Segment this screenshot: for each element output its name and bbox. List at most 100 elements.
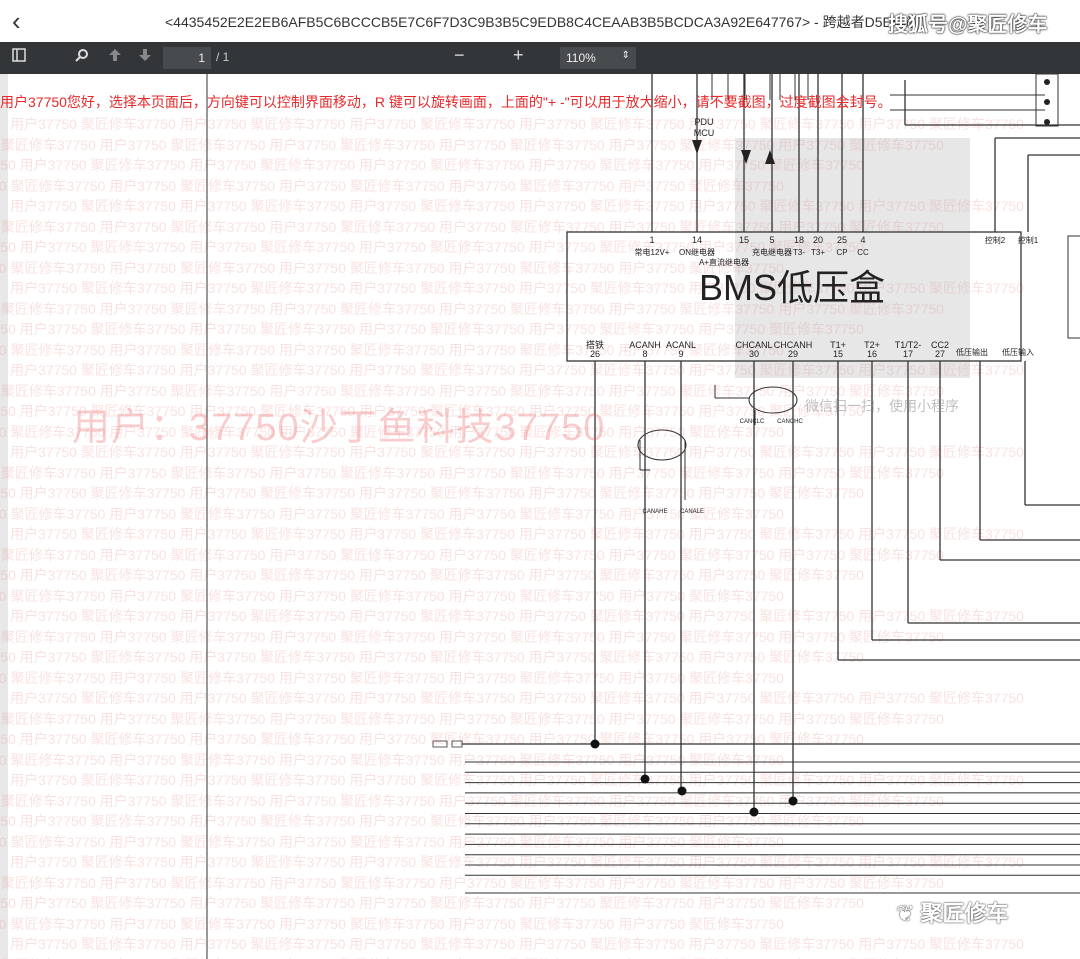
- watermark-row: 用户37750 聚匠修车37750 用户37750 聚匠修车37750 用户37…: [0, 177, 784, 194]
- bus-connector: [432, 740, 448, 748]
- bottom-pin-name: T1+: [830, 340, 846, 350]
- top-pin-name: 充电继电器: [752, 247, 792, 257]
- qr-code-watermark: [735, 138, 970, 378]
- arrow-icon: [741, 150, 751, 164]
- top-pin-name: A+直流继电器: [699, 257, 749, 267]
- top-pin-name: CC: [857, 248, 869, 257]
- can-label: CANALE: [680, 509, 704, 515]
- watermark-row: 用户37750 聚匠修车37750 用户37750 聚匠修车37750 用户37…: [0, 136, 944, 153]
- mcu-label: MCU: [694, 128, 715, 138]
- logo-text: 聚匠修车: [920, 901, 1009, 926]
- back-chevron-icon[interactable]: ‹: [12, 6, 21, 36]
- top-pin-number: 25: [837, 235, 847, 245]
- page-number-input[interactable]: 1: [163, 47, 211, 69]
- watermark-row: 用户37750 聚匠修车37750 用户37750 聚匠修车37750 用户37…: [0, 915, 784, 932]
- watermark-row: 用户37750 聚匠修车37750 用户37750 聚匠修车37750 用户37…: [0, 423, 784, 440]
- watermark-row: 用户37750 聚匠修车37750 用户37750 聚匠修车37750 用户37…: [0, 833, 784, 850]
- junction-dot: [749, 807, 759, 817]
- can-label: CANCHC: [777, 419, 803, 425]
- sidebar-toggle-icon[interactable]: [12, 48, 26, 66]
- watermark-row: 用户37750 聚匠修车37750 用户37750 聚匠修车37750 用户37…: [0, 218, 944, 235]
- watermark-row: 用户37750 聚匠修车37750 用户37750 聚匠修车37750 用户37…: [10, 362, 1024, 378]
- arrow-icon: [765, 150, 775, 164]
- top-pin-name: T3-: [793, 248, 805, 257]
- bottom-pin-number: 29: [788, 349, 798, 359]
- pdu-label: PDU: [694, 117, 713, 127]
- watermark-row: 用户37750 聚匠修车37750 用户37750 聚匠修车37750 用户37…: [0, 669, 784, 686]
- watermark-row: 用户37750 聚匠修车37750 用户37750 聚匠修车37750 用户37…: [0, 382, 944, 399]
- bottom-pin-name: ACANH: [629, 340, 661, 350]
- watermark-row: 用户37750 聚匠修车37750 用户37750 聚匠修车37750 用户37…: [0, 239, 864, 255]
- watermark-row: 用户37750 聚匠修车37750 用户37750 聚匠修车37750 用户37…: [10, 444, 1024, 460]
- top-pin-name: ON继电器: [679, 247, 715, 257]
- watermark-row: 用户37750 聚匠修车37750 用户37750 聚匠修车37750 用户37…: [0, 341, 784, 358]
- twisted-pair-marker: [637, 429, 687, 461]
- bottom-pin-name: CHCANH: [774, 340, 813, 350]
- watermark-row: 用户37750 聚匠修车37750 用户37750 聚匠修车37750 用户37…: [10, 116, 1024, 132]
- bottom-pin-name: T2+: [864, 340, 880, 350]
- watermark-row: 用户37750 聚匠修车37750 用户37750 聚匠修车37750 用户37…: [10, 936, 1024, 952]
- connector: [1035, 74, 1059, 127]
- watermark-row: 用户37750 聚匠修车37750 用户37750 聚匠修车37750 用户37…: [0, 157, 864, 173]
- zoom-select[interactable]: 110%⇕: [560, 47, 636, 69]
- qr-caption: 微信扫一扫，使用小程序: [805, 398, 959, 414]
- watermark-row: 用户37750 聚匠修车37750 用户37750 聚匠修车37750 用户37…: [0, 731, 864, 747]
- next-page-icon[interactable]: [138, 48, 152, 66]
- watermark-row: 用户37750 聚匠修车37750 用户37750 聚匠修车37750 用户37…: [0, 259, 784, 276]
- watermark-row: 用户37750 聚匠修车37750 用户37750 聚匠修车37750 用户37…: [0, 546, 944, 563]
- junction-dot: [677, 786, 687, 796]
- bms-box: [566, 231, 1022, 362]
- watermark-row: 用户37750 聚匠修车37750 用户37750 聚匠修车37750 用户37…: [10, 526, 1024, 542]
- terminal-dot: [1044, 99, 1050, 105]
- watermark-row: 用户37750 聚匠修车37750 用户37750 聚匠修车37750 用户37…: [0, 895, 864, 911]
- pdf-viewport[interactable]: 用户37750 聚匠修车37750 用户37750 聚匠修车37750 用户37…: [0, 74, 1080, 959]
- document-title: <4435452E2E2EB6AFB5C6BCCCB5E7C6F7D3C9B3B…: [165, 14, 916, 30]
- watermark-row: 用户37750 聚匠修车37750 用户37750 聚匠修车37750 用户37…: [0, 792, 944, 809]
- zoom-in-button[interactable]: +: [513, 45, 524, 65]
- bottom-right-pin: 低压输出: [956, 347, 988, 357]
- watermark-row: 用户37750 聚匠修车37750 用户37750 聚匠修车37750 用户37…: [0, 813, 864, 829]
- big-watermark: 用户：37750沙丁鱼科技37750: [72, 407, 606, 449]
- can-label: CANAHE: [642, 509, 667, 515]
- junction-dot: [590, 739, 600, 749]
- watermark-row: 用户37750 聚匠修车37750 用户37750 聚匠修车37750 用户37…: [0, 485, 864, 501]
- bottom-pin-number: 8: [642, 349, 647, 359]
- bottom-pin-number: 30: [749, 349, 759, 359]
- top-pin-name: CP: [836, 248, 847, 257]
- bottom-pin-number: 27: [935, 349, 945, 359]
- watermark-row: 用户37750 聚匠修车37750 用户37750 聚匠修车37750 用户37…: [10, 854, 1024, 870]
- watermark-row: 用户37750 聚匠修车37750 用户37750 聚匠修车37750 用户37…: [0, 403, 864, 419]
- previous-page-icon[interactable]: [108, 48, 122, 66]
- top-pin-number: 15: [739, 235, 749, 245]
- page-edge: [0, 74, 8, 959]
- watermark-row: 用户37750 聚匠修车37750 用户37750 聚匠修车37750 用户37…: [0, 955, 944, 959]
- watermark-row: 用户37750 聚匠修车37750 用户37750 聚匠修车37750 用户37…: [0, 464, 944, 481]
- watermark-row: 用户37750 聚匠修车37750 用户37750 聚匠修车37750 用户37…: [0, 751, 784, 768]
- top-pin-number: 4: [860, 235, 865, 245]
- bottom-pin-number: 15: [833, 349, 843, 359]
- arrow-icon: [692, 140, 702, 154]
- watermark-row: 用户37750 聚匠修车37750 用户37750 聚匠修车37750 用户37…: [10, 608, 1024, 624]
- wechat-logo: ❦ 聚匠修车: [896, 901, 1009, 926]
- watermark-row: 用户37750 聚匠修车37750 用户37750 聚匠修车37750 用户37…: [0, 567, 864, 583]
- top-right-pin: 控制1: [1018, 235, 1039, 245]
- brand-watermark: 搜狐号@聚匠修车: [888, 14, 1048, 36]
- watermark-row: 用户37750 聚匠修车37750 用户37750 聚匠修车37750 用户37…: [0, 649, 864, 665]
- window-header: ‹ <4435452E2E2EB6AFB5C6BCCCB5E7C6F7D3C9B…: [0, 0, 1080, 42]
- watermark-row: 用户37750 聚匠修车37750 用户37750 聚匠修车37750 用户37…: [0, 874, 944, 891]
- pdf-toolbar: 1 / 1 − + 110%⇕: [0, 42, 1080, 74]
- zoom-out-button[interactable]: −: [454, 45, 465, 65]
- top-right-pin: 控制2: [985, 235, 1006, 245]
- watermark-row: 用户37750 聚匠修车37750 用户37750 聚匠修车37750 用户37…: [10, 690, 1024, 706]
- search-icon[interactable]: [75, 48, 89, 66]
- bottom-pin-name: CHCANL: [735, 340, 772, 350]
- watermark-row: 用户37750 聚匠修车37750 用户37750 聚匠修车37750 用户37…: [0, 505, 784, 522]
- top-pin-name: 常电12V+: [635, 247, 670, 257]
- connector-box: [1067, 235, 1080, 339]
- watermark-row: 用户37750 聚匠修车37750 用户37750 聚匠修车37750 用户37…: [0, 300, 944, 317]
- watermark-row: 用户37750 聚匠修车37750 用户37750 聚匠修车37750 用户37…: [10, 198, 1024, 214]
- bottom-pin-name: T1/T2-: [895, 340, 922, 350]
- top-pin-number: 1: [649, 235, 654, 245]
- bottom-pin-number: 17: [903, 349, 913, 359]
- watermark-row: 用户37750 聚匠修车37750 用户37750 聚匠修车37750 用户37…: [0, 710, 944, 727]
